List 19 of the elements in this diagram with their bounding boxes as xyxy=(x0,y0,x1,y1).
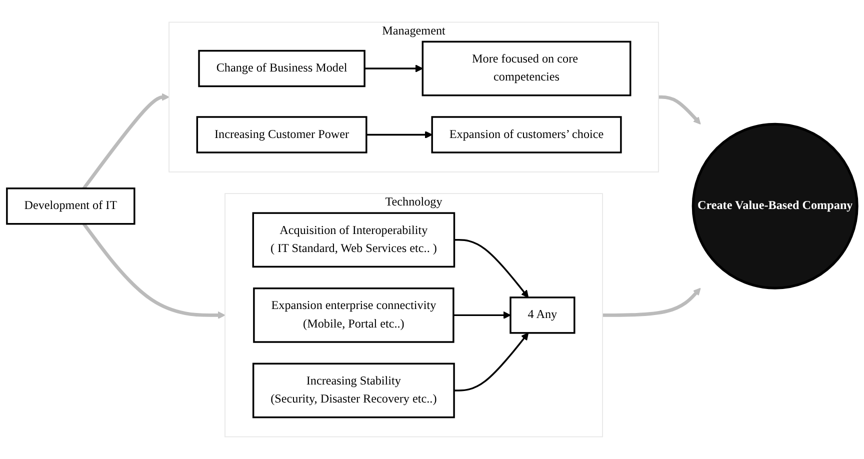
node-box: Increasing Customer Power xyxy=(196,116,368,154)
arrow xyxy=(658,95,701,124)
arrow xyxy=(454,239,529,298)
arrow xyxy=(82,222,226,319)
node-circle: Create Value-Based Company xyxy=(692,122,858,290)
arrow xyxy=(454,332,529,392)
arrow xyxy=(453,311,511,319)
node-box: Development of IT xyxy=(6,188,136,225)
node-box: Change of Business Model xyxy=(198,50,366,88)
node-box: More focused on core competencies xyxy=(422,40,632,96)
arrow xyxy=(364,64,423,72)
arrow xyxy=(366,130,432,139)
node-box: Expansion of customers’ choice xyxy=(431,116,622,154)
node-box: Acquisition of Interoperability ( IT Standard, Web Services etc.. ) xyxy=(252,212,456,268)
arrow xyxy=(82,93,170,190)
node-box: Expansion enterprise connectivity (Mobile, Portal etc..) xyxy=(253,288,454,343)
node-box: Increasing Stability (Security, Disaster Recovery etc..) xyxy=(252,362,455,418)
arrow xyxy=(602,288,701,317)
node-box: 4 Any xyxy=(510,296,576,334)
